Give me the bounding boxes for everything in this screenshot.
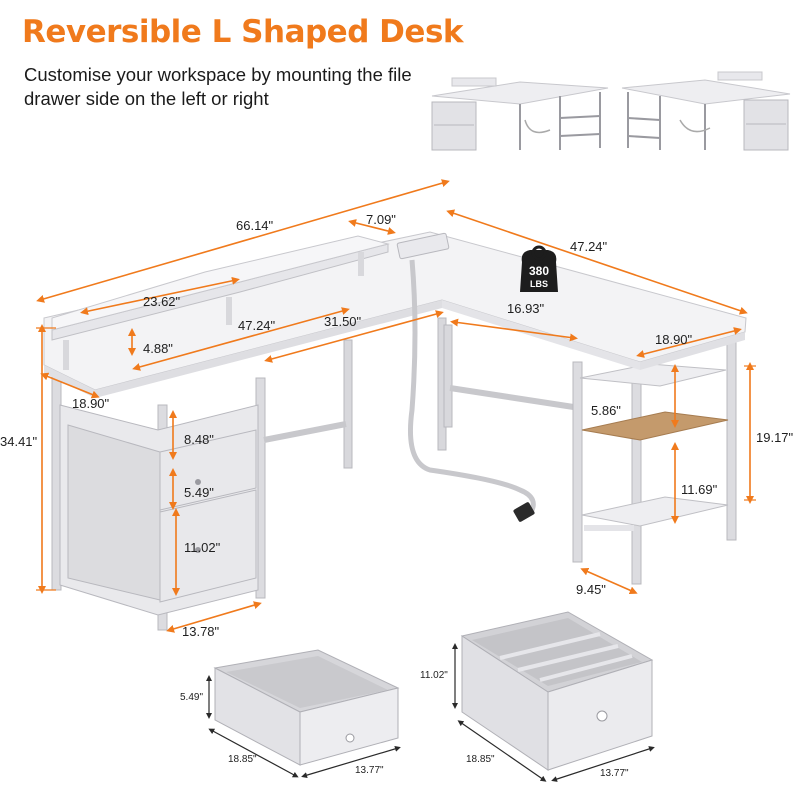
dim-shelf-gap: 5.86": [591, 403, 621, 418]
dimension-lines: [36, 179, 754, 633]
large-drawer-height: 11.02": [420, 670, 448, 681]
page-title: Reversible L Shaped Desk: [22, 14, 464, 50]
dim-shelf-height: 19.17": [756, 430, 794, 445]
large-drawer: [452, 611, 655, 782]
large-drawer-depth: 18.85": [466, 754, 495, 765]
dim-inner-length: 31.50": [324, 314, 362, 329]
dim-return-inner: 16.93": [507, 301, 545, 316]
small-drawer-width: 13.77": [355, 765, 384, 776]
small-drawer-depth: 18.85": [228, 754, 257, 765]
dim-shelf-depth: 9.45": [576, 582, 606, 597]
weight-capacity-icon: 380 LBS: [520, 245, 558, 292]
dim-main-length: 47.24": [238, 318, 276, 333]
dim-total-length: 66.14": [236, 218, 274, 233]
large-drawer-width: 13.77": [600, 768, 629, 779]
dim-riser-height: 4.88": [143, 341, 173, 356]
dim-drawer-large: 11.02": [184, 540, 221, 555]
dim-riser-depth: 7.09": [366, 212, 396, 227]
weight-value: 380: [529, 264, 549, 278]
dim-total-height: 34.41": [0, 434, 38, 449]
dim-cabinet-width: 13.78": [182, 624, 220, 639]
small-drawer: [206, 649, 401, 779]
dim-shelf-lower: 11.69": [681, 482, 718, 497]
dim-return-depth: 18.90": [655, 332, 693, 347]
small-drawer-height: 5.49": [180, 692, 203, 703]
dim-drawer-small: 5.49": [184, 485, 214, 500]
page-subtitle: Customise your workspace by mounting the…: [24, 64, 412, 109]
weight-unit: LBS: [530, 279, 548, 289]
dim-desk-depth: 18.90": [72, 396, 110, 411]
file-cabinet: [59, 404, 259, 616]
dim-return-length: 47.24": [570, 239, 608, 254]
thumbnail-right-config: [618, 58, 793, 158]
dim-cabinet-gap: 8.48": [184, 432, 214, 447]
thumbnail-left-config: [420, 58, 610, 158]
dim-riser-length: 23.62": [143, 294, 181, 309]
